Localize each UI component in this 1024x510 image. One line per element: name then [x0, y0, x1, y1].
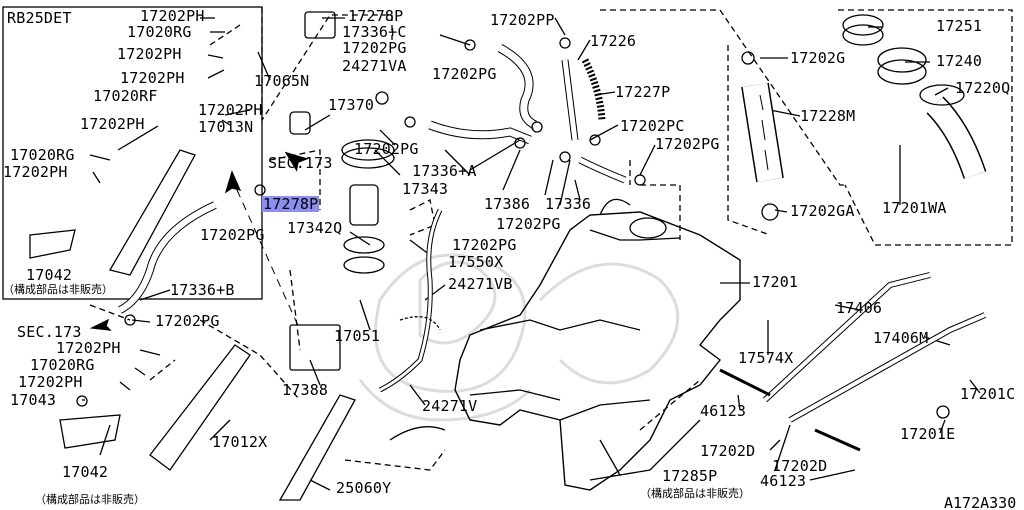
label-17226[interactable]: 17226 [590, 32, 637, 50]
label-17574x[interactable]: 17574X [738, 349, 794, 367]
label-17202ph-d[interactable]: 17202PH [198, 101, 263, 119]
label-17285p[interactable]: 17285P [662, 467, 718, 485]
label-17202pc[interactable]: 17202PC [620, 117, 685, 135]
label-17020rg-c[interactable]: 17020RG [30, 356, 95, 374]
note-not-sold-b: （構成部品は非販売） [35, 493, 145, 506]
label-rb25det: RB25DET [7, 9, 72, 27]
diagram-code: A172A330 [944, 494, 1017, 510]
label-24271vb[interactable]: 24271VB [448, 275, 513, 293]
label-17202pg-b[interactable]: 17202PG [432, 65, 497, 83]
label-17336c[interactable]: 17336+C [342, 23, 407, 41]
label-17201c[interactable]: 17201C [960, 385, 1016, 403]
label-17042-a[interactable]: 17042 [26, 266, 73, 284]
label-17020rf[interactable]: 17020RF [93, 87, 158, 105]
label-17202pg-d[interactable]: 17202PG [200, 226, 265, 244]
label-17202ph-e[interactable]: 17202PH [80, 115, 145, 133]
label-17336a[interactable]: 17336+A [412, 162, 477, 180]
label-17012x[interactable]: 17012X [212, 433, 268, 451]
label-17406[interactable]: 17406 [836, 299, 883, 317]
label-46123-b[interactable]: 46123 [760, 472, 807, 490]
label-17065n[interactable]: 17065N [254, 72, 310, 90]
label-17202pg-f[interactable]: 17202PG [155, 312, 220, 330]
label-17202g[interactable]: 17202G [790, 49, 846, 67]
label-17227p[interactable]: 17227P [615, 83, 671, 101]
label-17042-b[interactable]: 17042 [62, 463, 109, 481]
label-17550x[interactable]: 17550X [448, 253, 504, 271]
label-17370[interactable]: 17370 [328, 96, 375, 114]
label-24271va[interactable]: 24271VA [342, 57, 407, 75]
label-17202pg-a[interactable]: 17202PG [342, 39, 407, 57]
label-46123-a[interactable]: 46123 [700, 402, 747, 420]
label-17202ph-h[interactable]: 17202PH [18, 373, 83, 391]
label-17202pg-g[interactable]: 17202PG [655, 135, 720, 153]
label-17406m[interactable]: 17406M [873, 329, 929, 347]
label-17201e[interactable]: 17201E [900, 425, 956, 443]
label-17278p-top[interactable]: 17278P [348, 7, 404, 25]
label-17240[interactable]: 17240 [936, 52, 983, 70]
label-17201wa[interactable]: 17201WA [882, 199, 947, 217]
note-not-sold-c: （構成部品は非販売） [640, 487, 750, 500]
label-17201[interactable]: 17201 [752, 273, 799, 291]
label-17278p-highlighted[interactable]: 17278P [262, 195, 320, 213]
note-not-sold-a: （構成部品は非販売） [3, 283, 113, 296]
label-17043[interactable]: 17043 [10, 391, 57, 409]
label-17202pp[interactable]: 17202PP [490, 11, 555, 29]
fuel-tank [454, 211, 741, 491]
label-17202ph-g[interactable]: 17202PH [56, 339, 121, 357]
label-17202ph-a[interactable]: 17202PH [140, 7, 205, 25]
label-17020rg-a[interactable]: 17020RG [127, 23, 192, 41]
label-17336[interactable]: 17336 [545, 195, 592, 213]
label-17220q[interactable]: 17220Q [955, 79, 1011, 97]
label-17342q[interactable]: 17342Q [287, 219, 343, 237]
label-17013n[interactable]: 17013N [198, 118, 254, 136]
label-17251[interactable]: 17251 [936, 17, 983, 35]
label-17336b[interactable]: 17336+B [170, 281, 235, 299]
label-24271v[interactable]: 24271V [422, 397, 478, 415]
label-17020rg-b[interactable]: 17020RG [10, 146, 75, 164]
label-17388[interactable]: 17388 [282, 381, 329, 399]
label-sec173-a[interactable]: SEC.173 [268, 154, 333, 172]
label-17202d-a[interactable]: 17202D [700, 442, 756, 460]
label-17343[interactable]: 17343 [402, 180, 449, 198]
label-17202ph-f[interactable]: 17202PH [3, 163, 68, 181]
label-17228m[interactable]: 17228M [800, 107, 856, 125]
label-17386[interactable]: 17386 [484, 195, 531, 213]
label-17202pg-e[interactable]: 17202PG [452, 236, 517, 254]
label-17202ph-c[interactable]: 17202PH [120, 69, 185, 87]
label-17202pg-c[interactable]: 17202PG [354, 140, 419, 158]
label-17202pg-h[interactable]: 17202PG [496, 215, 561, 233]
label-17051[interactable]: 17051 [334, 327, 381, 345]
label-17202ph-b[interactable]: 17202PH [117, 45, 182, 63]
label-17202d-b[interactable]: 17202D [772, 457, 828, 475]
label-25060y[interactable]: 25060Y [336, 479, 392, 497]
label-17202ga[interactable]: 17202GA [790, 202, 855, 220]
label-sec173-b[interactable]: SEC.173 [17, 323, 82, 341]
